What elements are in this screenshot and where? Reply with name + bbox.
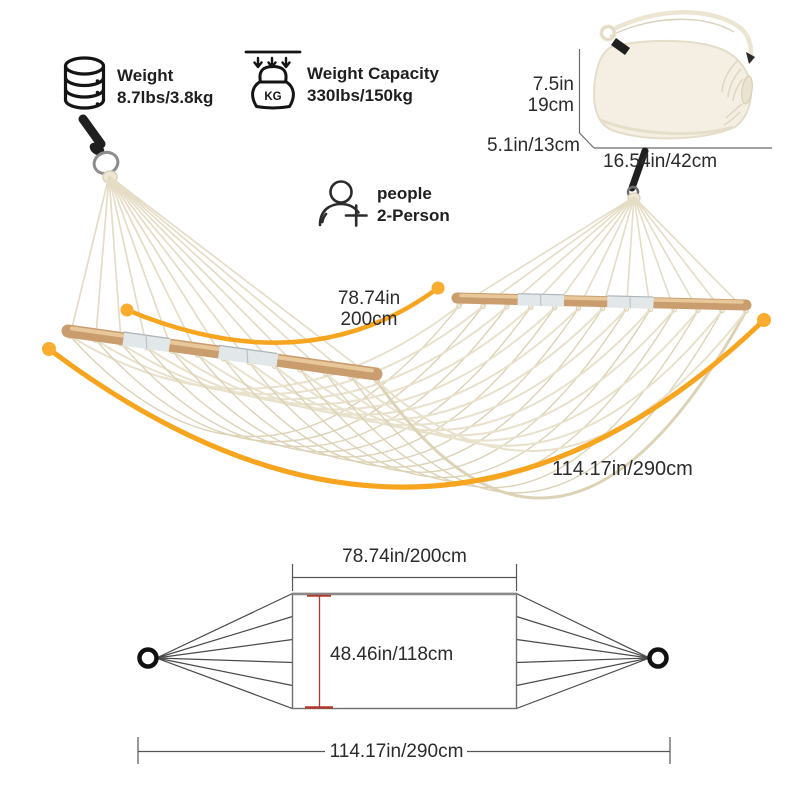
left-spreader-bar [61, 324, 383, 381]
weight-label: Weight [117, 66, 174, 85]
bag-dimension-lines [578, 49, 772, 149]
diagram-overall-length-label: 114.17in/290cm [329, 741, 464, 762]
weight-plates-icon [63, 56, 106, 110]
person-add-icon [318, 180, 368, 227]
overall-length-arc [42, 313, 771, 490]
diagram-left-ring-icon [137, 647, 159, 669]
capacity-label: Weight Capacity [307, 64, 439, 83]
bed-length-cm: 200cm [340, 309, 398, 330]
people-spec: people 2-Person [377, 183, 450, 227]
people-label: people [377, 184, 432, 203]
diagram-bed-length-label: 78.74in/200cm [342, 546, 467, 567]
bag-height-label: 7.5in 19cm [498, 74, 574, 116]
bag-body [592, 39, 753, 140]
diagram-bed-width-label: 48.46in/118cm [330, 644, 454, 665]
diagram-red-width-line [305, 594, 333, 709]
bag-cinch [741, 75, 753, 105]
bag-clip [611, 38, 630, 55]
diagram-dimension-lines [137, 564, 671, 764]
bag-drawstring-rope [599, 10, 754, 63]
bag-rope-end-clip [746, 52, 755, 64]
bag-pleats [599, 59, 744, 135]
diagram-bed-rect [291, 592, 518, 710]
carry-bag-figure [578, 10, 772, 149]
bag-depth-label: 5.1in/13cm [487, 135, 580, 156]
bag-length-label: 16.54in/42cm [603, 151, 718, 172]
left-carabiner-icon [78, 114, 120, 184]
bag-height-cm: 19cm [527, 95, 574, 116]
diagram-right-ring-icon [647, 647, 669, 669]
hammock-net [66, 303, 749, 500]
people-value: 2-Person [377, 206, 450, 225]
dimension-diagram [137, 564, 671, 764]
overall-length-label: 114.17in/290cm [552, 458, 693, 480]
bed-length-label: 78.74in 200cm [330, 288, 408, 330]
diagram-rope-lines [156, 592, 650, 710]
capacity-spec: Weight Capacity 330lbs/150kg [307, 63, 439, 107]
bed-length-in: 78.74in [337, 288, 401, 309]
weight-spec: Weight 8.7lbs/3.8kg [117, 65, 213, 109]
bed-length-arc [120, 281, 445, 345]
right-spreader-bar [451, 292, 752, 311]
kettlebell-icon: KG [244, 50, 302, 110]
bag-height-in: 7.5in [532, 74, 574, 95]
weight-value: 8.7lbs/3.8kg [117, 88, 214, 107]
capacity-value: 330lbs/150kg [307, 86, 413, 105]
kg-badge: KG [264, 91, 281, 103]
